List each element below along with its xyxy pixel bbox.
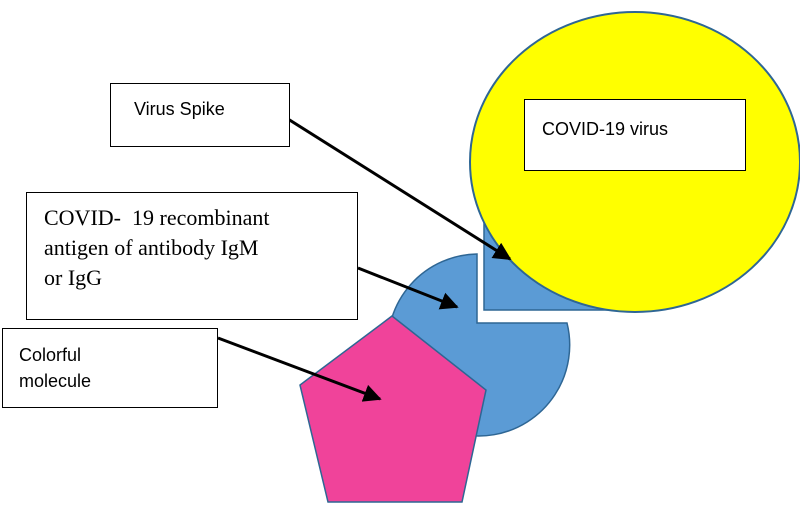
virus-spike-label: Virus Spike (134, 99, 225, 119)
antigen-label-line-1: COVID- 19 recombinant (44, 205, 270, 230)
arrow-virus-spike (287, 117, 512, 261)
molecule-label-line-2: molecule (19, 371, 92, 391)
antigen-label-box: COVID- 19 recombinant antigen of antibod… (26, 192, 358, 320)
molecule-label-box: Colorful molecule (2, 328, 218, 408)
covid-virus-label: COVID-19 virus (542, 119, 669, 139)
antigen-label-line-3: or IgG (44, 265, 103, 290)
antigen-label-line-2: antigen of antibody IgM (44, 235, 259, 260)
arrow-antigen (357, 266, 459, 310)
virus-spike-label-box: Virus Spike (110, 83, 290, 147)
molecule-label-line-1: Colorful (19, 345, 82, 365)
covid-virus-label-box: COVID-19 virus (524, 99, 746, 171)
arrow-molecule (217, 336, 382, 402)
